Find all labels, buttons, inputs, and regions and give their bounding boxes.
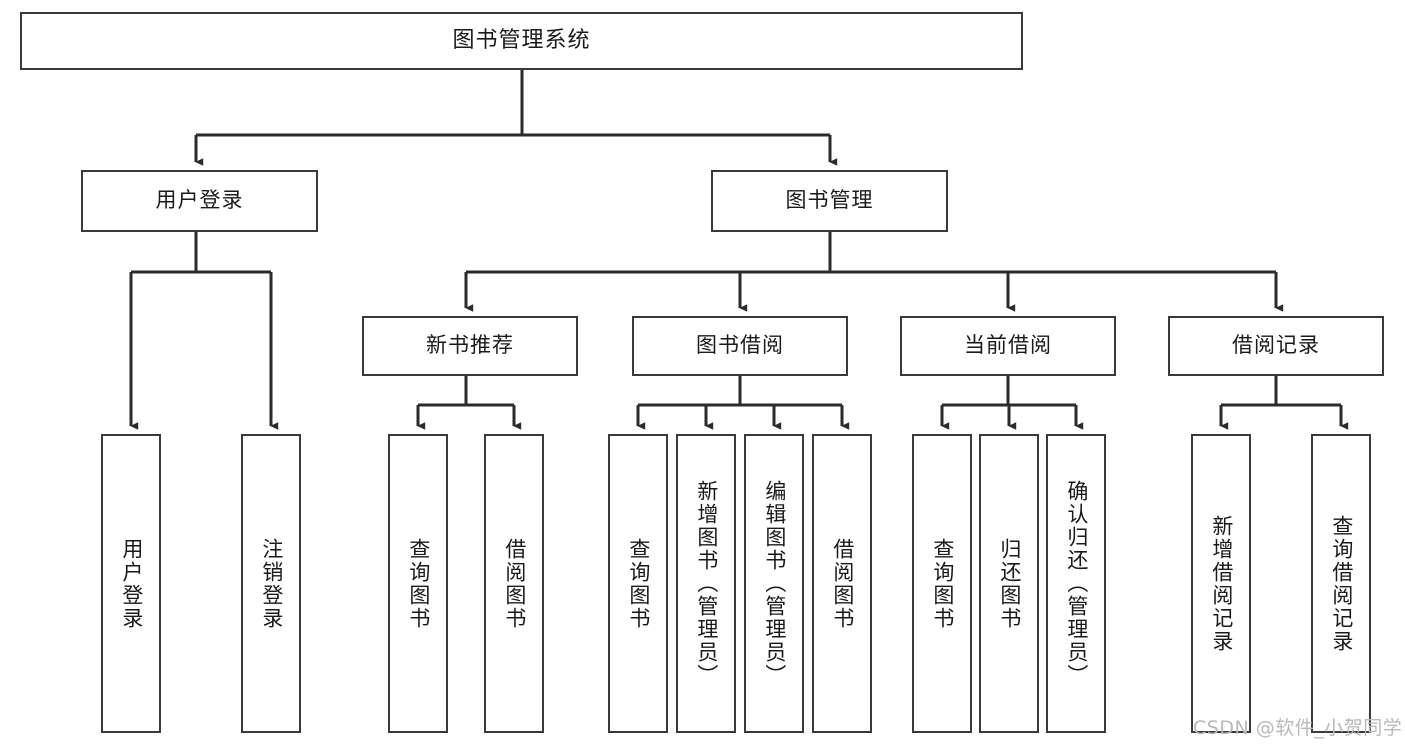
leaf-label: 查询图书: [406, 537, 431, 630]
leaf-user-login-login[interactable]: 用户登录: [101, 434, 161, 733]
leaf-label: 用户登录: [119, 537, 144, 630]
node-root-book-management-system[interactable]: 图书管理系统: [20, 12, 1023, 70]
leaf-label: 归还图书: [997, 537, 1022, 630]
leaf-label: 查询借阅记录: [1329, 514, 1354, 653]
node-label: 当前借阅: [964, 333, 1052, 358]
node-book-management[interactable]: 图书管理: [711, 170, 948, 232]
leaf-borrow-add-book-admin[interactable]: 新增图书（管理员）: [676, 434, 736, 733]
leaf-user-login-logout[interactable]: 注销登录: [241, 434, 301, 733]
leaf-label: 借阅图书: [830, 537, 855, 630]
leaf-borrow-edit-book-admin[interactable]: 编辑图书（管理员）: [744, 434, 804, 733]
node-label: 图书管理: [785, 188, 874, 213]
node-new-book-recommend[interactable]: 新书推荐: [362, 316, 578, 376]
node-borrow-record[interactable]: 借阅记录: [1168, 316, 1384, 376]
node-label: 图书借阅: [696, 333, 784, 358]
leaf-label: 借阅图书: [502, 537, 527, 630]
leaf-current-return-book[interactable]: 归还图书: [979, 434, 1039, 733]
leaf-label: 编辑图书（管理员）: [762, 480, 787, 687]
node-label: 新书推荐: [426, 333, 514, 358]
node-label: 图书管理系统: [452, 27, 591, 53]
node-user-login[interactable]: 用户登录: [81, 170, 318, 232]
node-label: 借阅记录: [1232, 333, 1320, 358]
leaf-borrow-query-book[interactable]: 查询图书: [608, 434, 668, 733]
leaf-label: 查询图书: [930, 537, 955, 630]
leaf-current-query-book[interactable]: 查询图书: [912, 434, 972, 733]
leaf-current-confirm-return-admin[interactable]: 确认归还（管理员）: [1046, 434, 1106, 733]
leaf-label: 确认归还（管理员）: [1064, 480, 1089, 687]
leaf-label: 注销登录: [259, 537, 284, 630]
leaf-label: 新增借阅记录: [1209, 514, 1234, 653]
node-book-borrow[interactable]: 图书借阅: [632, 316, 848, 376]
leaf-label: 查询图书: [626, 537, 651, 630]
leaf-record-query-borrow-record[interactable]: 查询借阅记录: [1311, 434, 1371, 733]
leaf-new-book-borrow-book[interactable]: 借阅图书: [484, 434, 544, 733]
node-label: 用户登录: [155, 188, 244, 213]
watermark-text: CSDN @软件_小贺同学: [1193, 717, 1403, 739]
leaf-label: 新增图书（管理员）: [694, 480, 719, 687]
leaf-borrow-borrow-book[interactable]: 借阅图书: [812, 434, 872, 733]
leaf-record-add-borrow-record[interactable]: 新增借阅记录: [1191, 434, 1251, 733]
node-current-borrow[interactable]: 当前借阅: [900, 316, 1116, 376]
leaf-new-book-query-book[interactable]: 查询图书: [388, 434, 448, 733]
